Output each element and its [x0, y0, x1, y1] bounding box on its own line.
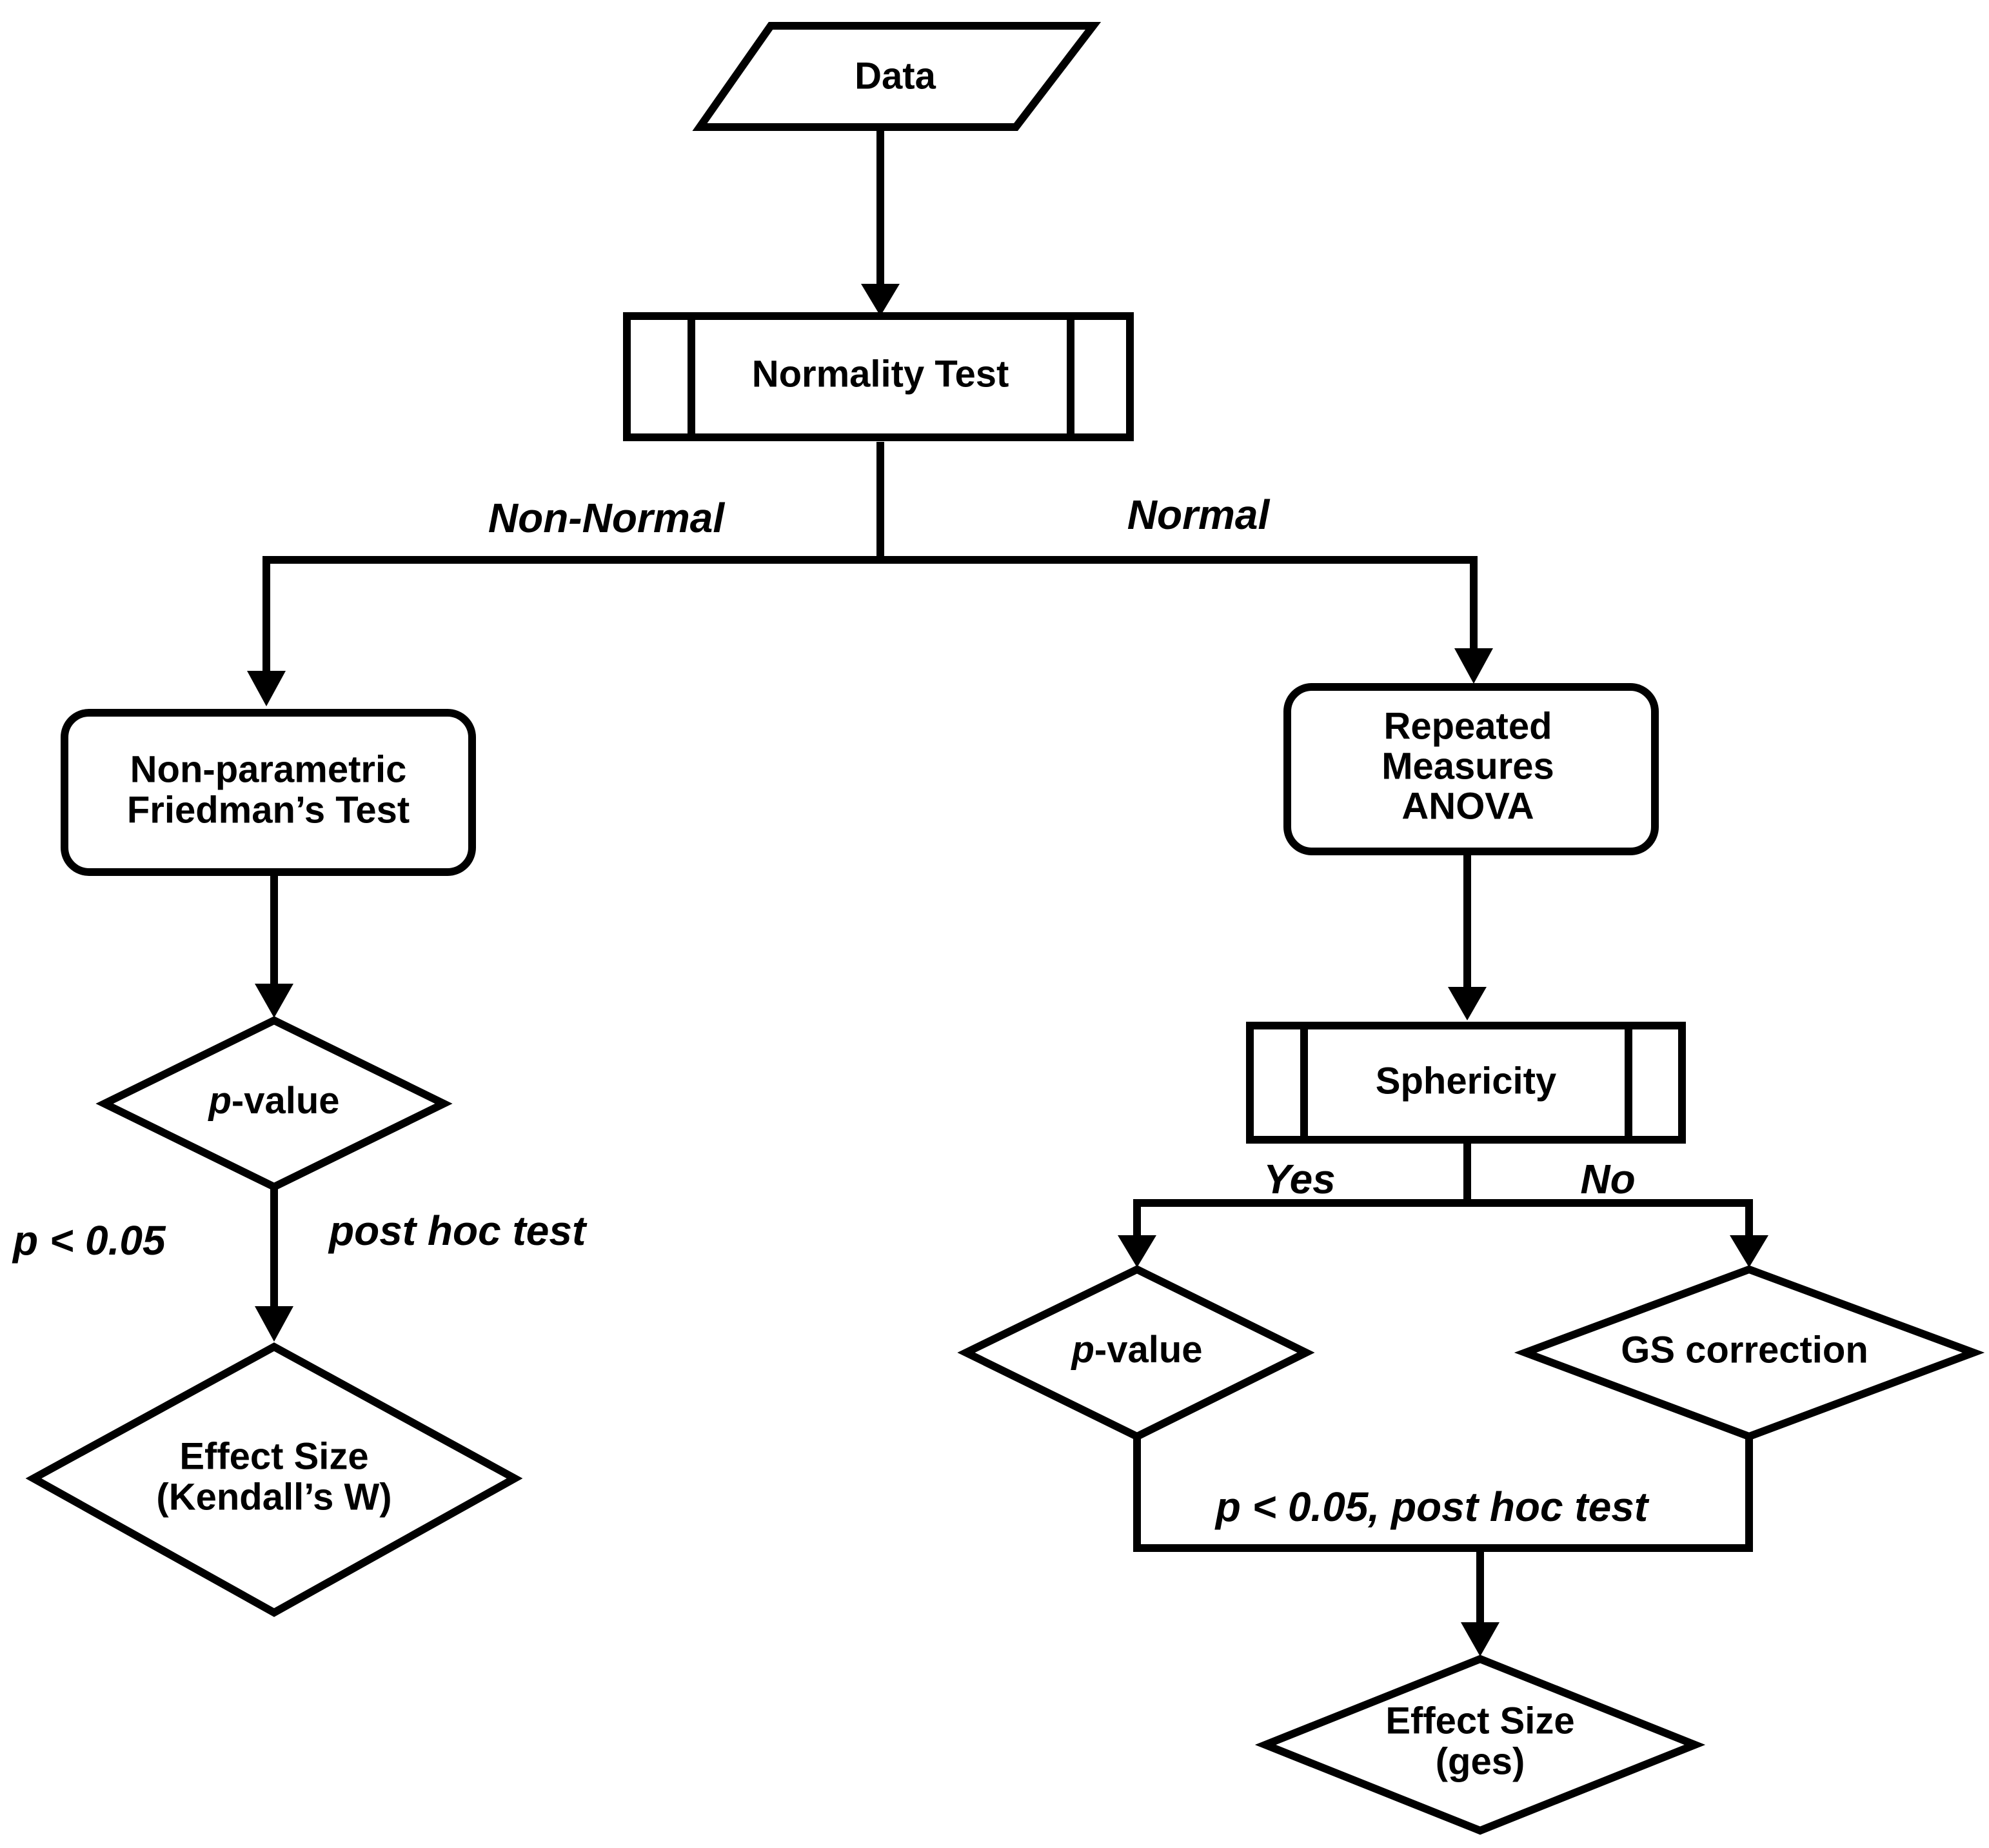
node-rm-anova-line-3: ANOVA [1401, 785, 1534, 827]
arrowhead-friedman [247, 671, 286, 706]
node-friedman-line-1: Non-parametric [130, 748, 407, 790]
node-effect-kendall-line-2: (Kendall’s W) [156, 1476, 391, 1518]
pvalue-right-rest: -value [1094, 1329, 1203, 1371]
node-rm-anova: Repeated Measures ANOVA [1283, 683, 1659, 855]
pvalue-left-italic-p: p [207, 1080, 231, 1122]
node-effect-ges-line-1: Effect Size [1385, 1700, 1574, 1742]
node-normality-label: Normality Test [752, 353, 1009, 395]
effect-kendall-diamond [25, 1342, 523, 1617]
node-effect-ges-line-2: (ges) [1436, 1740, 1525, 1782]
label-p-left: p < 0.05 [12, 1217, 166, 1264]
arrowhead-pvalue-right [1118, 1235, 1156, 1267]
label-yes: Yes [1263, 1156, 1336, 1202]
arrowhead-normality [861, 284, 900, 316]
node-data-label: Data [855, 55, 936, 97]
arrowhead-sphericity [1448, 987, 1487, 1020]
node-friedman-test: Non-parametric Friedman’s Test [61, 709, 476, 876]
node-rm-anova-line-1: Repeated [1383, 705, 1552, 747]
gs-correction-diamond [1514, 1265, 1985, 1441]
node-sphericity-label: Sphericity [1376, 1060, 1556, 1102]
node-pvalue-left: p-value [95, 1016, 453, 1191]
node-pvalue-left-label: p-value [207, 1080, 339, 1122]
pvalue-right-italic-p: p [1070, 1329, 1094, 1371]
data-parallelogram [692, 22, 1102, 131]
label-normal: Normal [1127, 492, 1271, 538]
label-p-post-hoc-right: p < 0.05, post hoc test [1214, 1484, 1650, 1530]
arrowhead-effect-ges [1461, 1622, 1499, 1656]
edge-labels: Non-Normal Normal p < 0.05 post hoc test… [12, 492, 1650, 1530]
node-pvalue-right: p-value [957, 1265, 1315, 1441]
node-pvalue-right-label: p-value [1070, 1329, 1202, 1371]
node-effect-kendall-line-1: Effect Size [179, 1435, 368, 1477]
edge-yes-branch [1133, 1199, 1467, 1238]
edge-normal-branch [880, 556, 1478, 655]
pvalue-right-diamond [957, 1265, 1315, 1441]
connectors [247, 129, 1768, 1656]
effect-ges-diamond [1254, 1654, 1706, 1835]
arrowhead-pvalue-left [255, 984, 293, 1018]
node-effect-size-kendall: Effect Size (Kendall’s W) [25, 1342, 523, 1617]
arrowhead-rm-anova [1454, 648, 1493, 684]
normality-process-box [623, 312, 1134, 441]
label-non-normal: Non-Normal [488, 495, 725, 541]
edge-no-branch [1467, 1199, 1753, 1237]
node-gs-correction: GS correction [1514, 1265, 1985, 1441]
node-gs-correction-label: GS correction [1621, 1329, 1868, 1371]
label-post-hoc-left: post hoc test [328, 1207, 588, 1254]
node-data: Data [692, 22, 1102, 131]
node-effect-size-ges: Effect Size (ges) [1254, 1654, 1706, 1835]
edge-non-normal-branch [262, 556, 880, 677]
node-rm-anova-line-2: Measures [1381, 745, 1554, 787]
edge-merge [1133, 1436, 1753, 1552]
node-friedman-line-2: Friedman’s Test [127, 789, 410, 831]
arrowhead-effect-kendall [255, 1306, 293, 1342]
node-sphericity: Sphericity [1246, 1022, 1686, 1144]
sphericity-process-box [1246, 1022, 1686, 1144]
node-normality-test: Normality Test [623, 312, 1134, 441]
label-no: No [1580, 1156, 1635, 1202]
friedman-rounded-box [61, 709, 476, 876]
pvalue-left-diamond [95, 1016, 453, 1191]
rm-anova-rounded-box [1283, 683, 1659, 855]
arrowhead-gs-correction [1730, 1235, 1768, 1267]
pvalue-left-rest: -value [232, 1080, 340, 1122]
